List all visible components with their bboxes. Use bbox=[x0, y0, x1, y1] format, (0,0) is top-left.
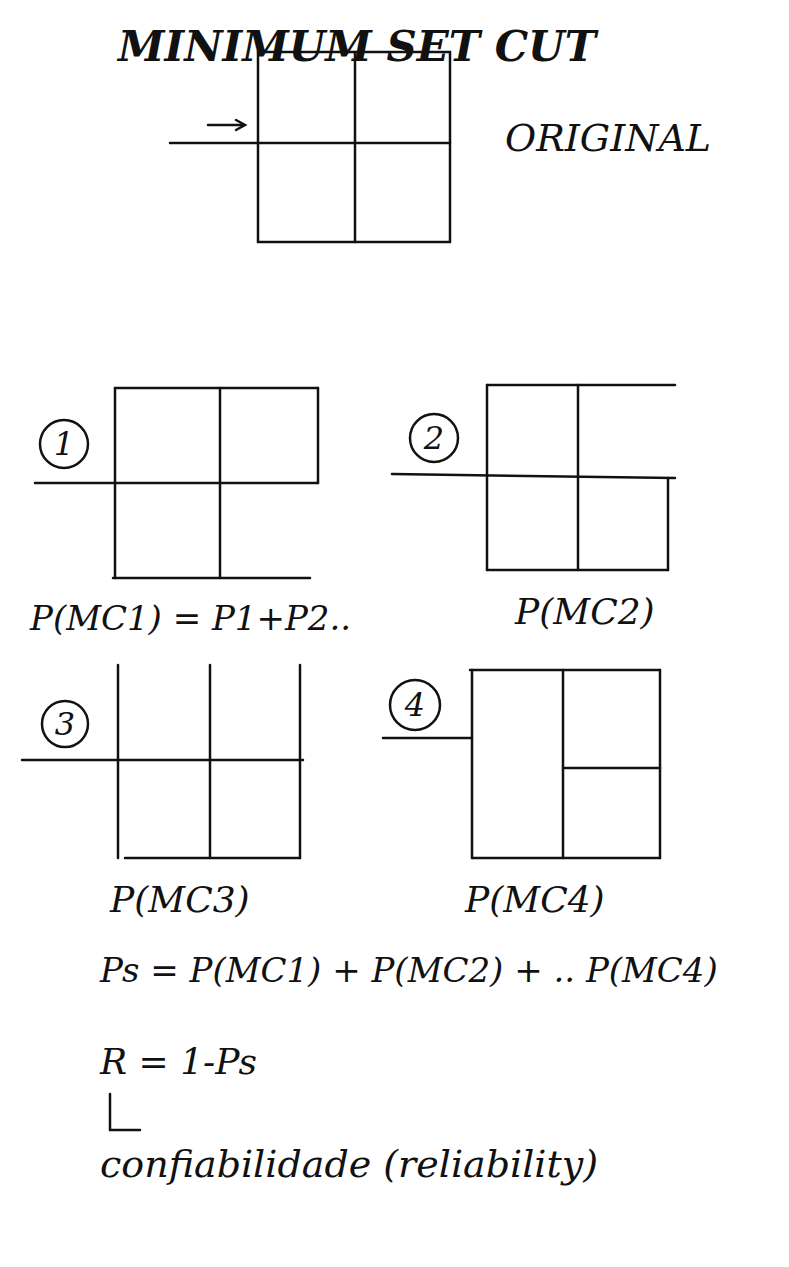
callout-number: 3 bbox=[55, 708, 75, 740]
original-grid bbox=[170, 52, 450, 242]
title-text: MINIMUM SET CUT bbox=[118, 22, 596, 72]
formula-text: Ps = P(MC1) + P(MC2) + .. P(MC4) bbox=[100, 950, 718, 991]
callout-circle: 4 bbox=[388, 678, 442, 732]
circle-outline bbox=[42, 701, 88, 747]
cut-grid-4 bbox=[383, 670, 660, 858]
callout-number: 1 bbox=[54, 428, 74, 460]
caption-text: ORIGINAL bbox=[505, 116, 711, 162]
cut-grid-1 bbox=[35, 388, 318, 578]
callout-circle: 2 bbox=[408, 412, 460, 464]
cut-grid-2 bbox=[392, 385, 675, 570]
formula-text: P(MC2) bbox=[515, 590, 655, 633]
formula-text: P(MC1) = P1+P2.. bbox=[30, 598, 351, 639]
formula-text: P(MC4) bbox=[465, 878, 605, 921]
circle-outline bbox=[390, 680, 440, 730]
callout-circle: 3 bbox=[40, 699, 90, 749]
circle-outline bbox=[410, 414, 458, 462]
cut-grid-3 bbox=[22, 665, 303, 858]
circle-outline bbox=[40, 420, 88, 468]
formula-text: R = 1-Ps bbox=[100, 1040, 257, 1083]
formula-text: P(MC3) bbox=[110, 878, 250, 921]
callout-circle: 1 bbox=[38, 418, 90, 470]
note-text: confiabilidade (reliability) bbox=[100, 1142, 598, 1188]
callout-number: 4 bbox=[405, 689, 425, 721]
pointer-mark bbox=[110, 1094, 140, 1130]
callout-number: 2 bbox=[424, 422, 444, 454]
